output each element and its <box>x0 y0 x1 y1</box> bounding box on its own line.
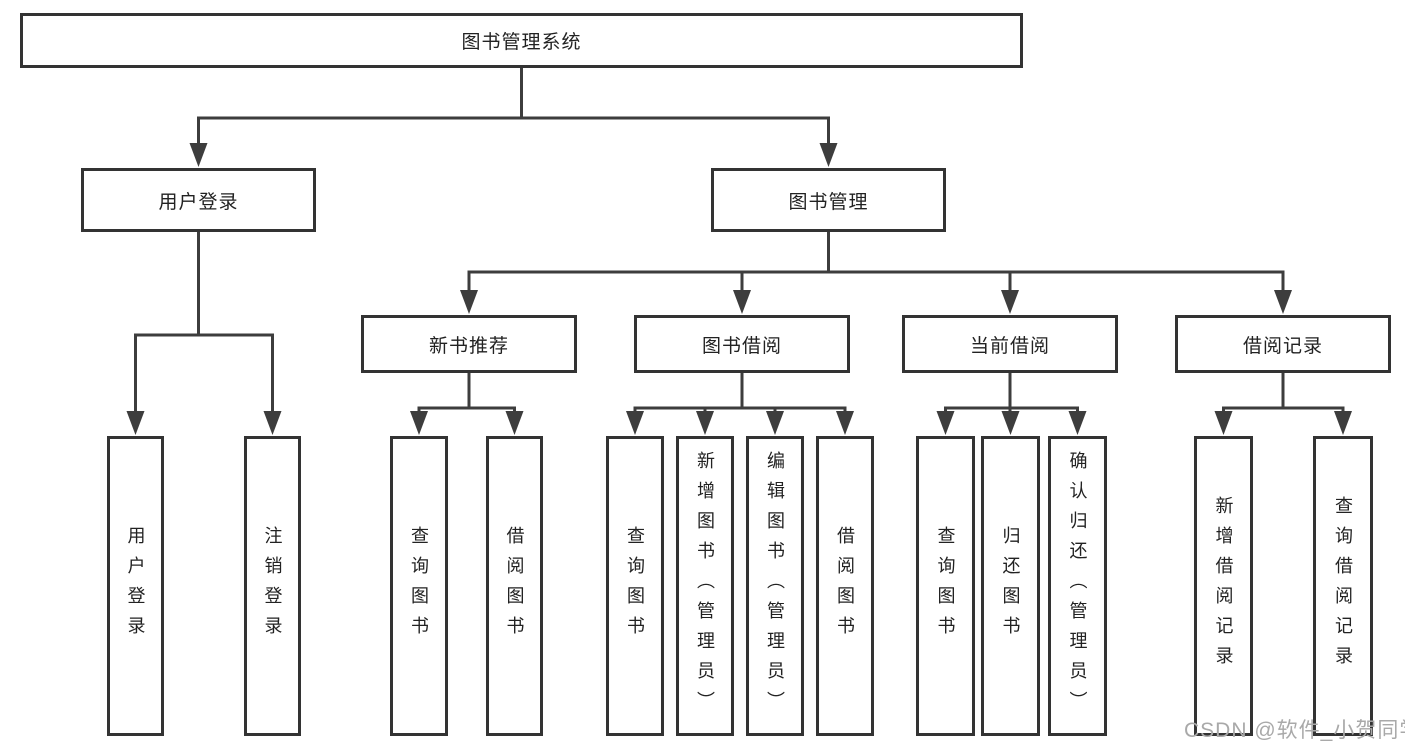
arrowhead-icon <box>819 143 838 167</box>
arrowhead-icon <box>1001 290 1019 314</box>
node-label: 查询图书 <box>935 526 956 646</box>
node-label: 借阅图书 <box>835 526 855 646</box>
node-label: 当前借阅 <box>969 335 1050 357</box>
connector-borrow-records-branch <box>1222 369 1345 418</box>
connector-root-to-level2 <box>197 64 830 150</box>
arrowhead-icon <box>505 411 524 435</box>
node-book-management: 图书管理 <box>711 168 946 232</box>
node-label: 借阅记录 <box>1242 335 1323 357</box>
leaf-logout: 注销登录 <box>244 436 301 736</box>
arrowhead-icon <box>733 290 751 314</box>
arrowhead-icon <box>1334 411 1352 435</box>
arrowhead-icon <box>1274 290 1292 314</box>
leaf-cb-query-books: 查询图书 <box>916 436 975 736</box>
node-label: 新增图书（管理员） <box>695 451 715 721</box>
node-new-book-recommend: 新书推荐 <box>361 315 577 373</box>
arrowhead-icon <box>126 411 145 435</box>
node-user-login: 用户登录 <box>81 168 316 232</box>
arrowhead-icon <box>263 411 282 435</box>
leaf-nb-query-books: 查询图书 <box>390 436 448 736</box>
connector-user-login-branch <box>134 228 274 416</box>
arrowhead-icon <box>189 143 208 167</box>
node-label: 归还图书 <box>1000 526 1021 646</box>
node-label: 图书借阅 <box>701 335 782 357</box>
arrowhead-icon <box>626 411 644 435</box>
leaf-bb-borrow-books: 借阅图书 <box>816 436 874 736</box>
node-label: 新书推荐 <box>428 335 509 357</box>
arrowhead-icon <box>936 411 955 435</box>
leaf-bb-edit-books-admin: 编辑图书（管理员） <box>746 436 804 736</box>
leaf-cb-return-books: 归还图书 <box>981 436 1040 736</box>
connector-current-borrow-branch <box>944 369 1079 418</box>
connector-new-book-branch <box>417 369 516 418</box>
arrowhead-icon <box>1214 411 1233 435</box>
leaf-br-query-record: 查询借阅记录 <box>1313 436 1373 736</box>
leaf-bb-add-books-admin: 新增图书（管理员） <box>676 436 734 736</box>
node-label: 图书管理 <box>788 191 869 213</box>
arrowhead-icon <box>836 411 854 435</box>
node-label: 查询借阅记录 <box>1333 496 1353 676</box>
leaf-user-login: 用户登录 <box>107 436 164 736</box>
csdn-watermark: CSDN @软件_小贺同学 <box>1184 719 1405 742</box>
arrowhead-icon <box>460 290 478 314</box>
node-label: 借阅图书 <box>504 526 525 646</box>
arrowhead-icon <box>410 411 428 435</box>
arrowhead-icon <box>696 411 714 435</box>
connector-book-borrow-branch <box>633 369 847 418</box>
node-label: 图书管理系统 <box>461 32 582 53</box>
node-label: 编辑图书（管理员） <box>765 451 785 721</box>
leaf-br-add-record: 新增借阅记录 <box>1194 436 1253 736</box>
node-current-borrowing: 当前借阅 <box>902 315 1118 373</box>
node-label: 注销登录 <box>262 526 283 646</box>
connector-book-mgmt-branch <box>467 228 1285 298</box>
node-label: 用户登录 <box>125 526 146 646</box>
node-label: 用户登录 <box>158 191 239 213</box>
node-borrowing-records: 借阅记录 <box>1175 315 1391 373</box>
leaf-bb-query-books: 查询图书 <box>606 436 664 736</box>
node-library-system: 图书管理系统 <box>20 13 1023 68</box>
leaf-nb-borrow-books: 借阅图书 <box>486 436 543 736</box>
node-label: 确认归还（管理员） <box>1067 451 1088 721</box>
leaf-cb-confirm-return-admin: 确认归还（管理员） <box>1048 436 1107 736</box>
arrowhead-icon <box>766 411 784 435</box>
arrowhead-icon <box>1001 411 1020 435</box>
arrowhead-icon <box>1068 411 1087 435</box>
node-label: 查询图书 <box>625 526 645 646</box>
node-label: 新增借阅记录 <box>1213 496 1234 676</box>
node-book-borrowing: 图书借阅 <box>634 315 850 373</box>
node-label: 查询图书 <box>409 526 429 646</box>
